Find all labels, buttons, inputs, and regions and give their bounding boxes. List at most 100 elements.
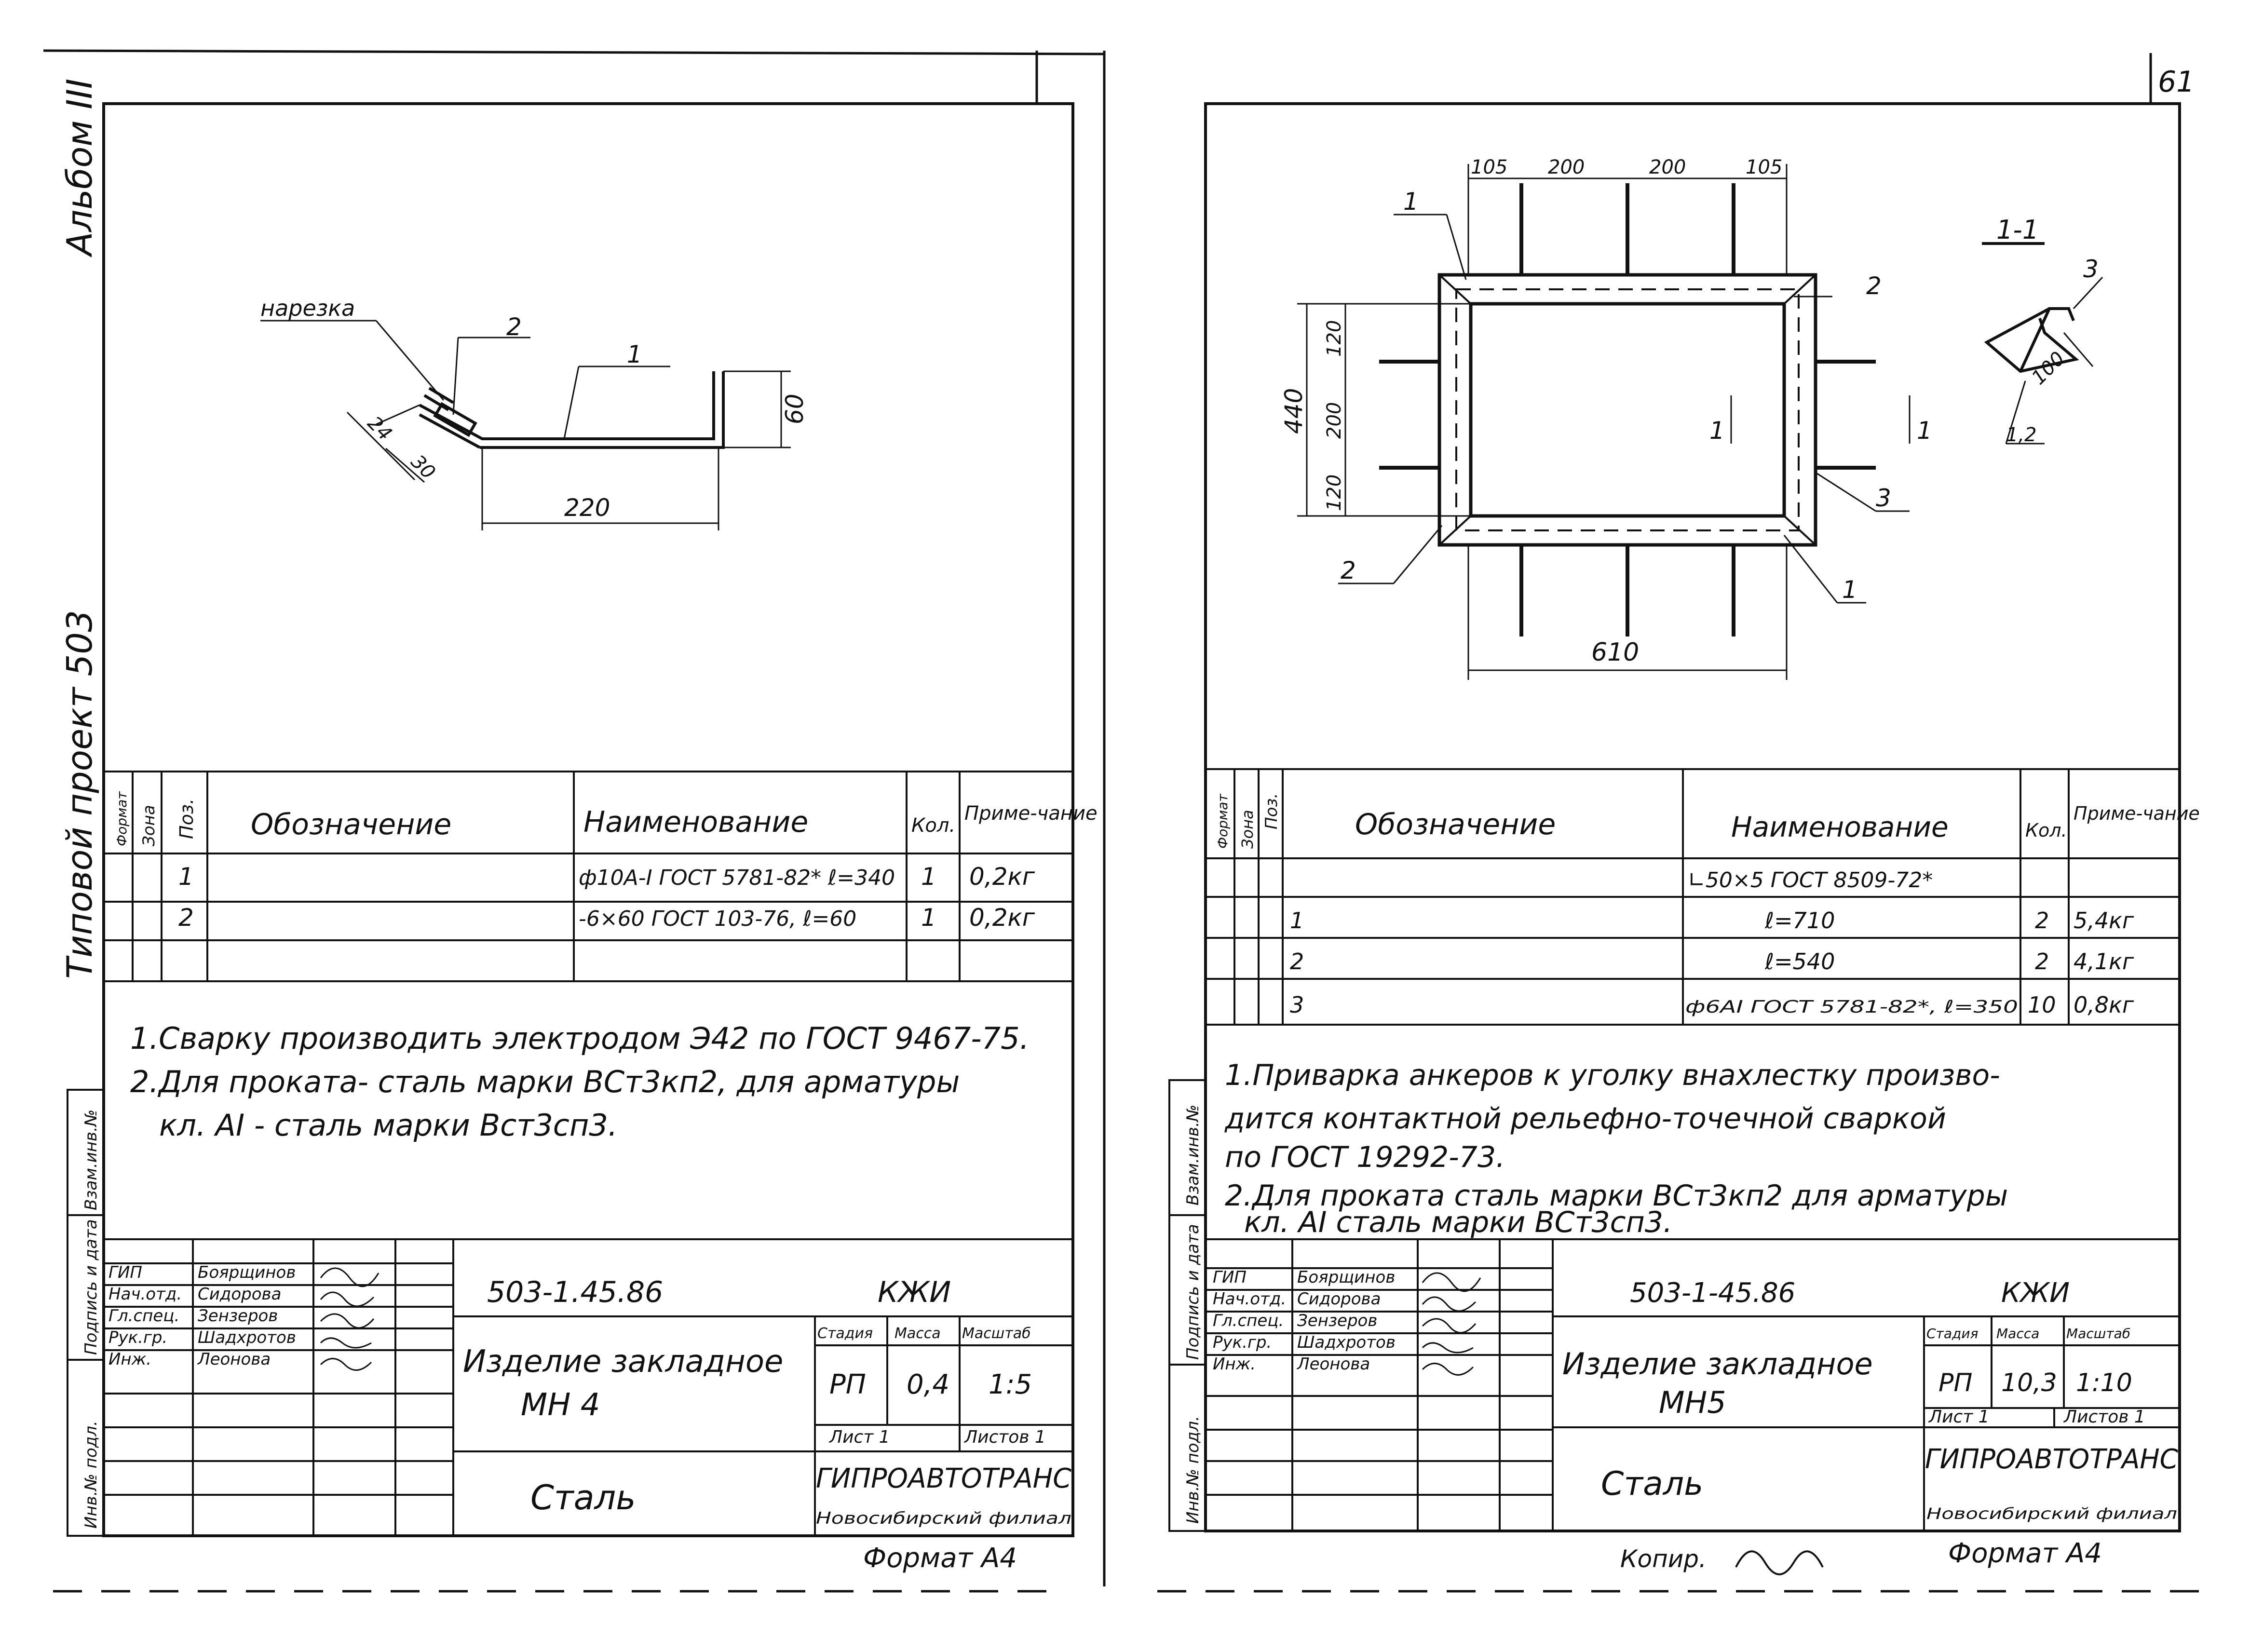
r-row2-prim: 4,1кг bbox=[2074, 948, 2134, 975]
r-role-1: Нач.отд. bbox=[1213, 1289, 1286, 1309]
r-role-0: ГИП bbox=[1213, 1268, 1247, 1287]
r-signatures bbox=[1422, 1272, 1481, 1376]
r-row1-naim: ℓ=710 bbox=[1764, 907, 1835, 934]
r-row2-naim: ℓ=540 bbox=[1764, 948, 1835, 975]
left-title-block bbox=[104, 1238, 1073, 1536]
r-material: Сталь bbox=[1601, 1465, 1703, 1503]
l-name-3: Шадхротов bbox=[198, 1328, 296, 1347]
r-stamp-podpis: Подпись и дата bbox=[1183, 1224, 1203, 1360]
l-row1-poz: 1 bbox=[178, 863, 194, 891]
l-name-4: Леонова bbox=[197, 1350, 271, 1369]
r-dim-105a: 105 bbox=[1471, 156, 1507, 178]
r-hdr-masshtab: Масштаб bbox=[2066, 1326, 2130, 1341]
r-dim-200b: 200 bbox=[1649, 156, 1686, 178]
r-listov: Листов 1 bbox=[2063, 1407, 2145, 1427]
r-role-2: Гл.спец. bbox=[1213, 1311, 1284, 1330]
r-name-3: Шадхротов bbox=[1297, 1333, 1396, 1352]
l-hdr-naim: Наименование bbox=[583, 805, 808, 839]
l-org: ГИПРОАВТОТРАНС bbox=[816, 1463, 1071, 1494]
l-name-2: Зензеров bbox=[198, 1306, 278, 1326]
stamp-vzam: Взам.инв.№ bbox=[81, 1110, 101, 1210]
r-hdr-stadiya: Стадия bbox=[1926, 1326, 1978, 1341]
r-row2-poz: 2 bbox=[1290, 948, 1304, 975]
r-org: ГИПРОАВТОТРАНС bbox=[1925, 1444, 2178, 1475]
l-row2-poz: 2 bbox=[178, 904, 194, 932]
right-title-block bbox=[1206, 1238, 2180, 1531]
r-note-1: 1.Приварка анкеров к уголку внахлестку п… bbox=[1225, 1058, 2000, 1092]
r-hdr-prim: Приме-чание bbox=[2074, 803, 2200, 824]
r-stamp-inv-podl: Инв.№ подл. bbox=[1183, 1416, 1203, 1524]
r-hdr-format: Формат bbox=[1215, 794, 1231, 849]
l-role-3: Рук.гр. bbox=[108, 1328, 167, 1347]
l-note-3: кл. АI - сталь марки Вст3сп3. bbox=[159, 1108, 618, 1143]
l-hdr-zona: Зона bbox=[139, 805, 159, 846]
r-hdr-massa: Масса bbox=[1996, 1326, 2039, 1341]
l-row1-kol: 1 bbox=[921, 863, 936, 891]
r-note-3: по ГОСТ 19292-73. bbox=[1225, 1140, 1505, 1174]
l-stadiya: РП bbox=[829, 1369, 866, 1400]
section-callout-3: 3 bbox=[2083, 255, 2099, 283]
r-callout-2-right: 2 bbox=[1866, 272, 1882, 300]
left-dim-30: 30 bbox=[407, 451, 440, 484]
r-hdr-naim: Наименование bbox=[1731, 811, 1949, 843]
r-doc-code: 503-1-45.86 bbox=[1630, 1277, 1795, 1309]
r-hdr-zona: Зона bbox=[1238, 810, 1257, 849]
r-copy-signature bbox=[1735, 1550, 1824, 1575]
l-massa: 0,4 bbox=[907, 1369, 949, 1400]
left-callout-2: 2 bbox=[506, 313, 522, 341]
r-row1-poz: 1 bbox=[1290, 907, 1304, 934]
l-hdr-prim: Приме-чание bbox=[964, 802, 1098, 825]
r-cut-mark-right: 1 bbox=[1917, 417, 1932, 445]
left-dim-220: 220 bbox=[564, 494, 610, 522]
r-massa: 10,3 bbox=[2001, 1368, 2057, 1397]
right-frame-drawing bbox=[1437, 273, 1817, 547]
r-role-4: Инж. bbox=[1213, 1354, 1256, 1374]
r-callout-1-bottom: 1 bbox=[1842, 576, 1857, 604]
r-dim-105b: 105 bbox=[1746, 156, 1782, 178]
l-row2-naim: -6×60 ГОСТ 103-76, ℓ=60 bbox=[579, 907, 856, 931]
l-row1-prim: 0,2кг bbox=[969, 863, 1035, 891]
r-item-name-2: МН5 bbox=[1659, 1385, 1726, 1420]
right-spec-table bbox=[1206, 768, 2180, 1026]
r-masshtab: 1:10 bbox=[2076, 1368, 2132, 1397]
stamp-podpis: Подпись и дата bbox=[81, 1219, 101, 1355]
section-1-1 bbox=[1982, 242, 2103, 445]
r-row3-kol: 10 bbox=[2028, 992, 2056, 1018]
r-format: Формат А4 bbox=[1948, 1538, 2102, 1569]
l-name-1: Сидорова bbox=[198, 1285, 281, 1304]
l-hdr-massa: Масса bbox=[895, 1325, 941, 1342]
l-format: Формат А4 bbox=[863, 1543, 1017, 1574]
l-material: Сталь bbox=[530, 1478, 636, 1517]
r-row1-prim: 5,4кг bbox=[2074, 907, 2134, 934]
l-item-name-1: Изделие закладное bbox=[463, 1344, 783, 1380]
r-row2-kol: 2 bbox=[2035, 948, 2049, 975]
r-cut-mark-left: 1 bbox=[1709, 417, 1725, 445]
l-masshtab: 1:5 bbox=[989, 1369, 1032, 1400]
l-signatures bbox=[320, 1267, 380, 1371]
r-dim-440: 440 bbox=[1280, 388, 1308, 434]
l-list: Лист 1 bbox=[828, 1427, 890, 1447]
l-hdr-stadiya: Стадия bbox=[817, 1325, 873, 1342]
r-stamp-vzam: Взам.инв.№ bbox=[1183, 1105, 1203, 1205]
album-label: Альбом III bbox=[59, 79, 100, 257]
project-label: Типовой проект 503 bbox=[59, 610, 100, 979]
r-dim-120a: 120 bbox=[1323, 320, 1345, 357]
l-hdr-poz: Поз. bbox=[176, 799, 197, 839]
left-dim-60: 60 bbox=[781, 393, 809, 424]
r-branch: Новосибирский филиал bbox=[1926, 1504, 2177, 1523]
l-listov: Листов 1 bbox=[963, 1427, 1046, 1447]
l-role-1: Нач.отд. bbox=[108, 1285, 182, 1304]
section-label: 1-1 bbox=[1996, 215, 2039, 245]
label-narezka: нарезка bbox=[260, 295, 355, 321]
r-row3-poz: 3 bbox=[1290, 992, 1304, 1018]
r-hdr-poz: Поз. bbox=[1262, 793, 1281, 829]
r-role-3: Рук.гр. bbox=[1213, 1333, 1272, 1352]
section-dim-12: 1,2 bbox=[2006, 424, 2037, 446]
r-callout-3: 3 bbox=[1876, 484, 1891, 512]
l-row2-prim: 0,2кг bbox=[969, 904, 1035, 932]
l-hdr-masshtab: Масштаб bbox=[962, 1325, 1031, 1342]
l-hdr-oboz: Обозначение bbox=[251, 808, 451, 841]
r-name-4: Леонова bbox=[1296, 1354, 1370, 1374]
l-role-2: Гл.спец. bbox=[108, 1306, 179, 1326]
